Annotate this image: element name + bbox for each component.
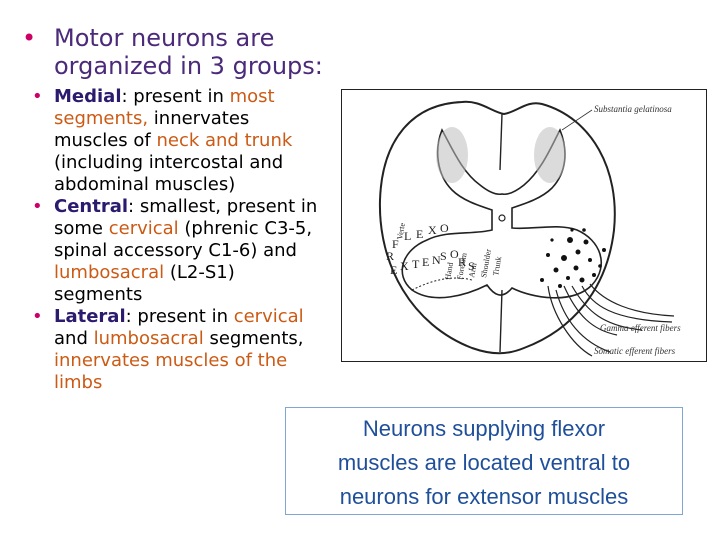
highlight: lumbosacral <box>93 328 204 349</box>
bullet-marker: • <box>32 196 43 217</box>
letter: R <box>458 255 466 269</box>
left-ventral-horn <box>411 277 473 291</box>
letter: T <box>412 257 420 271</box>
caption-line-3: neurons for extensor muscles <box>339 484 629 509</box>
highlight: cervical <box>108 218 179 239</box>
letter: E <box>416 227 423 241</box>
central-line-4: lumbosacral (L2-S1) <box>22 262 342 284</box>
term-lateral: Lateral <box>54 306 126 327</box>
word-arm: Arm <box>467 262 479 279</box>
word-trunk: Trunk <box>491 256 503 277</box>
bullet-medial: • Medial: present in most segments, inner… <box>22 86 342 196</box>
caption-line-2: muscles are located ventral to <box>337 450 631 475</box>
highlight: cervical <box>233 306 304 327</box>
bullet-lateral: • Lateral: present in cervical and lumbos… <box>22 306 342 394</box>
bullet-marker: • <box>32 306 43 327</box>
text: segments, <box>203 328 304 349</box>
caption-box: Neurons supplying flexor muscles are loc… <box>285 407 683 515</box>
label-substantia: Substantia gelatinosa <box>594 104 672 114</box>
cord-outline <box>378 100 616 355</box>
medial-line-5: abdominal muscles) <box>54 174 236 195</box>
spinal-cord-figure: Substantia gelatinosa Gamma efferent fib… <box>341 89 707 362</box>
label-gamma: Gamma efferent fibers <box>600 323 681 333</box>
letter: F <box>392 237 399 251</box>
ventral-fissure <box>499 289 503 353</box>
lateral-line-4: limbs <box>54 372 103 393</box>
lateral-line-2: and lumbosacral segments, <box>22 328 342 350</box>
highlight: segments, <box>54 108 149 129</box>
text: (L2-S1) <box>164 262 235 283</box>
motor-neuron-dots <box>540 228 606 288</box>
medial-line-4: (including intercostal and <box>54 152 284 173</box>
text: smallest, present in <box>134 196 318 217</box>
colon: : <box>125 306 132 327</box>
flexor-extensor-letters: F L E X O R E X T E N S O R S <box>386 221 475 277</box>
central-line-3: spinal accessory C1-6) and <box>54 240 297 261</box>
letter: E <box>390 263 397 277</box>
colon: : <box>128 196 135 217</box>
bullet-list: • Medial: present in most segments, inner… <box>22 86 342 394</box>
text: and <box>54 328 94 349</box>
efferent-fibers <box>547 283 675 357</box>
label-somatic: Somatic efferent fibers <box>594 346 676 356</box>
colon: : <box>121 86 128 107</box>
word-vertebral: Verte <box>395 222 407 241</box>
headline-line-1: • Motor neurons are <box>22 24 342 52</box>
highlight: neck and trunk <box>156 130 293 151</box>
central-line-2: some cervical (phrenic C3-5, <box>22 218 342 240</box>
text: innervates <box>148 108 250 129</box>
letter: S <box>468 259 475 273</box>
letter: X <box>428 223 437 237</box>
text: muscles of <box>54 130 157 151</box>
text: present in <box>127 86 230 107</box>
letter: R <box>386 249 394 263</box>
bullet-marker: • <box>22 24 37 52</box>
term-central: Central <box>54 196 129 217</box>
letter: L <box>404 229 411 243</box>
dorsal-septum <box>499 113 503 171</box>
grey-matter <box>401 128 603 299</box>
headline: • Motor neurons are organized in 3 groups… <box>22 24 342 80</box>
central-line-1: • Central: smallest, present in <box>22 196 342 218</box>
medial-line-1: • Medial: present in most <box>22 86 342 108</box>
medial-line-3: muscles of neck and trunk <box>22 130 342 152</box>
lateral-line-3: innervates muscles of the <box>54 350 288 371</box>
substantia-gelatinosa <box>436 127 566 183</box>
text: (phrenic C3-5, <box>178 218 313 239</box>
letter: O <box>440 221 449 235</box>
word-hand: Hand <box>443 262 455 281</box>
letter: E <box>422 255 429 269</box>
letter: N <box>432 253 441 267</box>
medial-line-2: segments, innervates <box>22 108 342 130</box>
text: present in <box>131 306 234 327</box>
letter: X <box>400 259 409 273</box>
highlight: most <box>229 86 275 107</box>
headline-text-1: Motor neurons are <box>54 24 275 52</box>
lateral-line-1: • Lateral: present in cervical <box>22 306 342 328</box>
central-canal <box>498 214 506 222</box>
central-line-5: segments <box>54 284 143 305</box>
bullet-central: • Central: smallest, present in some cerv… <box>22 196 342 306</box>
bullet-marker: • <box>32 86 43 107</box>
headline-line-2: organized in 3 groups: <box>54 52 323 80</box>
text: some <box>54 218 109 239</box>
highlight: lumbosacral <box>54 262 165 283</box>
spinal-cord-diagram: Substantia gelatinosa Gamma efferent fib… <box>378 100 681 357</box>
letter: S <box>440 249 447 263</box>
term-medial: Medial <box>54 86 122 107</box>
caption-line-1: Neurons supplying flexor <box>362 416 606 441</box>
letter: O <box>450 247 459 261</box>
